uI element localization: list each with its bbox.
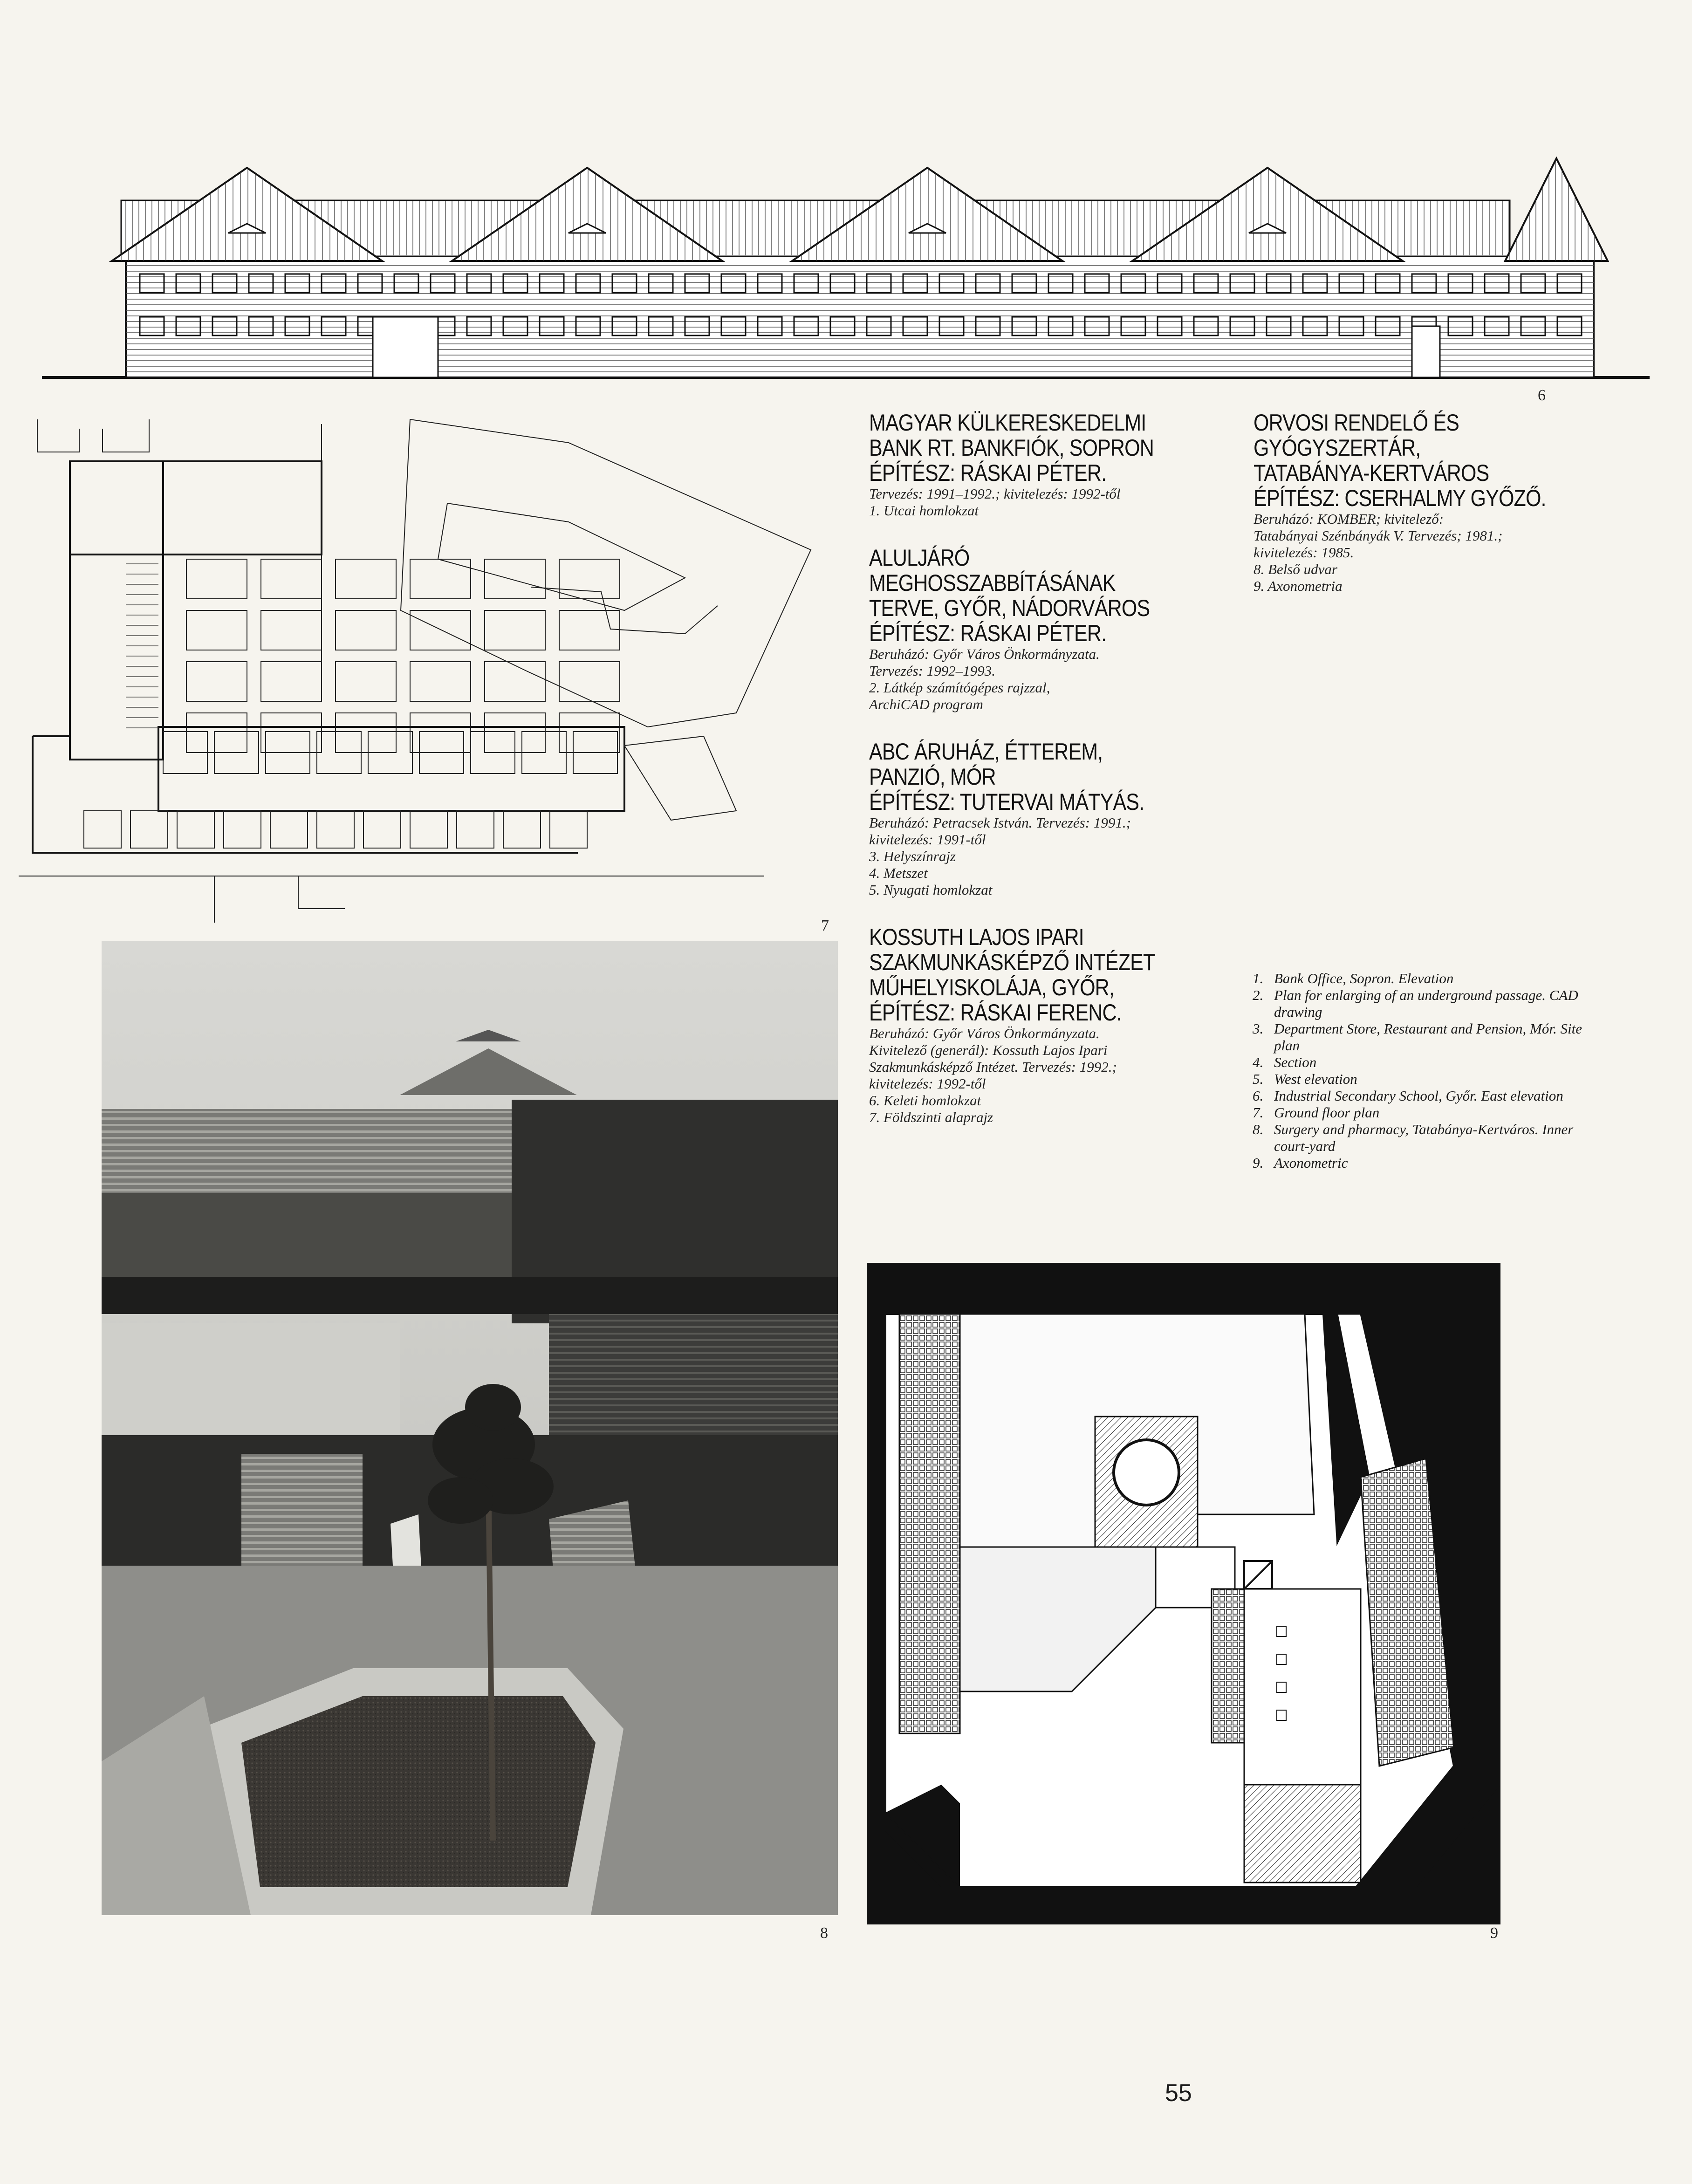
article-line: 6. Keleti homlokzat (869, 1092, 981, 1109)
caption-number: 3. (1253, 1020, 1264, 1037)
article-line: Beruházó: Petracsek István. Tervezés: 19… (869, 815, 1131, 831)
inner-courtyard-photo (102, 941, 838, 1915)
article-column-right: ORVOSI RENDELŐ ÉS GYÓGYSZERTÁR, TATABÁNY… (1254, 410, 1636, 621)
caption-item: 4. Section (1253, 1054, 1597, 1071)
caption-number: 9. (1253, 1155, 1264, 1171)
caption-item: 5. West elevation (1253, 1071, 1597, 1088)
caption-text: Industrial Secondary School, Győr. East … (1274, 1088, 1563, 1104)
figure-number-6: 6 (1538, 387, 1546, 404)
figure-number-9: 9 (1490, 1924, 1498, 1942)
article-column-left: MAGYAR KÜLKERESKEDELMI BANK RT. BANKFIÓK… (869, 410, 1251, 1152)
article-bank-sopron: MAGYAR KÜLKERESKEDELMI BANK RT. BANKFIÓK… (869, 410, 1251, 519)
caption-item: 2. Plan for enlarging of an underground p… (1253, 987, 1597, 1020)
figure-number-8: 8 (820, 1924, 828, 1942)
caption-text: Axonometric (1274, 1155, 1348, 1171)
article-line: 3. Helyszínrajz (869, 848, 956, 864)
article-department-store-mor: ABC ÁRUHÁZ, ÉTTEREM, PANZIÓ, MÓR ÉPÍTÉSZ… (869, 739, 1251, 898)
article-title: ALULJÁRÓ MEGHOSSZABBÍTÁSÁNAK TERVE, GYŐR… (869, 545, 1150, 646)
caption-number: 5. (1253, 1071, 1264, 1087)
article-school-gyor: KOSSUTH LAJOS IPARI SZAKMUNKÁSKÉPZŐ INTÉ… (869, 924, 1251, 1126)
article-line: kivitelezés: 1991-től (869, 831, 986, 848)
east-elevation-drawing (37, 149, 1654, 391)
article-line: Tervezés: 1991–1992.; kivitelezés: 1992-… (869, 486, 1121, 502)
article-line: Kivitelező (generál): Kossuth Lajos Ipar… (869, 1042, 1108, 1058)
caption-text: Ground floor plan (1274, 1104, 1380, 1121)
article-line: Tervezés: 1992–1993. (869, 663, 995, 679)
article-line: kivitelezés: 1985. (1254, 544, 1354, 561)
article-title: MAGYAR KÜLKERESKEDELMI BANK RT. BANKFIÓK… (869, 410, 1154, 486)
article-line: 2. Látkép számítógépes rajzzal, (869, 679, 1050, 696)
figure-number-7: 7 (821, 917, 829, 934)
caption-number: 8. (1253, 1121, 1264, 1137)
article-underpass-gyor: ALULJÁRÓ MEGHOSSZABBÍTÁSÁNAK TERVE, GYŐR… (869, 545, 1251, 713)
ground-floor-plan-drawing (19, 410, 839, 927)
caption-text: Plan for enlarging of an underground pas… (1274, 987, 1578, 1020)
english-captions: 1. Bank Office, Sopron. Elevation 2. Plan … (1253, 970, 1597, 1171)
article-surgery-tatabanya: ORVOSI RENDELŐ ÉS GYÓGYSZERTÁR, TATABÁNY… (1254, 410, 1636, 595)
article-line: 9. Axonometria (1254, 578, 1343, 594)
article-line: Szakmunkásképző Intézet. Tervezés: 1992.… (869, 1059, 1117, 1075)
caption-text: Section (1274, 1054, 1317, 1070)
caption-number: 2. (1253, 987, 1264, 1003)
article-line: Beruházó: Győr Város Önkormányzata. (869, 1025, 1100, 1041)
caption-item: 8. Surgery and pharmacy, Tatabánya-Kertvá… (1253, 1121, 1597, 1155)
caption-number: 6. (1253, 1088, 1264, 1104)
axonometric-drawing (867, 1263, 1500, 1924)
caption-item: 6. Industrial Secondary School, Győr. Eas… (1253, 1088, 1597, 1104)
caption-item: 3. Department Store, Restaurant and Pensi… (1253, 1020, 1597, 1054)
caption-text: West elevation (1274, 1071, 1357, 1087)
caption-number: 7. (1253, 1104, 1264, 1121)
article-title: KOSSUTH LAJOS IPARI SZAKMUNKÁSKÉPZŐ INTÉ… (869, 924, 1155, 1026)
caption-text: Department Store, Restaurant and Pension… (1274, 1020, 1582, 1054)
caption-item: 9. Axonometric (1253, 1155, 1597, 1171)
article-line: Beruházó: Győr Város Önkormányzata. (869, 646, 1100, 662)
article-line: ArchiCAD program (869, 696, 983, 712)
caption-number: 4. (1253, 1054, 1264, 1070)
article-line: kivitelezés: 1992-től (869, 1075, 986, 1092)
article-title: ORVOSI RENDELŐ ÉS GYÓGYSZERTÁR, TATABÁNY… (1254, 410, 1546, 511)
caption-text: Surgery and pharmacy, Tatabánya-Kertváro… (1274, 1121, 1574, 1154)
article-line: 5. Nyugati homlokzat (869, 882, 993, 898)
caption-item: 7. Ground floor plan (1253, 1104, 1597, 1121)
caption-item: 1. Bank Office, Sopron. Elevation (1253, 970, 1597, 987)
article-title: ABC ÁRUHÁZ, ÉTTEREM, PANZIÓ, MÓR ÉPÍTÉSZ… (869, 739, 1144, 815)
article-line: 7. Földszinti alaprajz (869, 1109, 993, 1125)
article-line: Beruházó: KOMBER; kivitelező: (1254, 511, 1444, 527)
article-line: Tatabányai Szénbányák V. Tervezés; 1981.… (1254, 527, 1503, 544)
article-line: 8. Belső udvar (1254, 561, 1337, 577)
article-line: 1. Utcai homlokzat (869, 502, 979, 519)
page-number: 55 (1165, 2080, 1192, 2107)
article-line: 4. Metszet (869, 865, 928, 881)
caption-number: 1. (1253, 970, 1264, 986)
caption-text: Bank Office, Sopron. Elevation (1274, 970, 1454, 986)
